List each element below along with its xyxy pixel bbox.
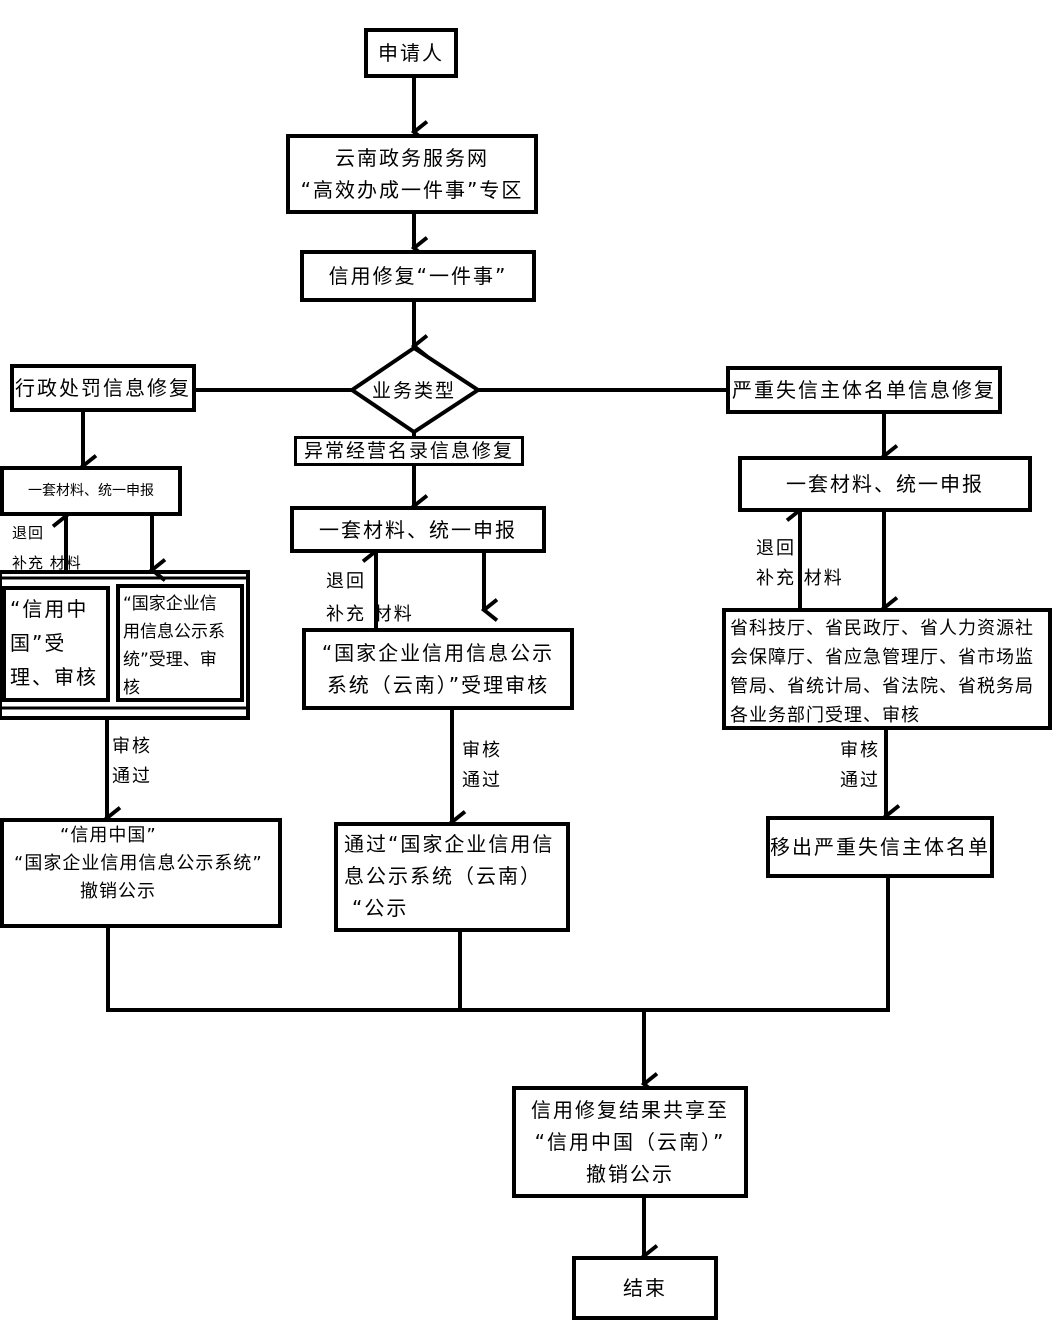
- left-publish-box: “信用中国” “国家企业信用信息公示系统” 撤销公示: [0, 818, 282, 928]
- left-review-a-line3: 理、审核: [10, 665, 98, 689]
- serious-dishonesty-box: 严重失信主体名单信息修复: [726, 366, 1002, 414]
- credit-repair-box: 信用修复“一件事”: [300, 250, 536, 302]
- submit-right-box: 一套材料、统一申报: [738, 456, 1032, 512]
- return-left-line2: 补充 材料: [12, 554, 82, 572]
- pass-middle-line2: 通过: [462, 770, 502, 791]
- end-box: 结束: [572, 1256, 718, 1320]
- share-line2: “信用中国（云南）”: [534, 1130, 726, 1154]
- left-publish-line2: “国家企业信用信息公示系统”: [14, 853, 263, 874]
- submit-left-text: 一套材料、统一申报: [28, 483, 154, 499]
- end-text: 结束: [623, 1276, 667, 1300]
- abnormal-operation-box: 异常经营名录信息修复: [294, 436, 524, 466]
- middle-publish-line1: 通过“国家企业信用信: [344, 832, 555, 856]
- right-review-line3: 管局、省统计局、省法院、省税务局: [730, 676, 1034, 697]
- pass-left-label: 审核 通过: [112, 732, 152, 792]
- pass-middle-label: 审核 通过: [462, 736, 502, 796]
- submit-middle-box: 一套材料、统一申报: [290, 506, 546, 553]
- share-line3: 撤销公示: [586, 1162, 674, 1186]
- right-review-line1: 省科技厅、省民政厅、省人力资源社: [730, 618, 1034, 639]
- share-line1: 信用修复结果共享至: [531, 1098, 729, 1122]
- submit-middle-text: 一套材料、统一申报: [319, 517, 517, 542]
- admin-penalty-box: 行政处罚信息修复: [10, 364, 196, 412]
- left-publish-line1: “信用中国”: [60, 825, 157, 846]
- middle-review-line1: “国家企业信用信息公示: [321, 641, 555, 665]
- pass-left-line2: 通过: [112, 766, 152, 787]
- merge-lines: [106, 878, 890, 1012]
- submit-left-box: 一套材料、统一申报: [0, 466, 182, 516]
- left-review-a-line2: 国”受: [10, 631, 67, 655]
- return-right-line1: 退回: [756, 538, 796, 559]
- return-right-line2: 补充 材料: [756, 568, 844, 589]
- portal-subtitle: “高效办成一件事”专区: [300, 178, 524, 202]
- share-box: 信用修复结果共享至 “信用中国（云南）” 撤销公示: [512, 1086, 748, 1198]
- applicant-box: 申请人: [364, 28, 458, 78]
- pass-right-line2: 通过: [840, 770, 880, 791]
- business-type-text: 业务类型: [372, 380, 457, 402]
- left-review-outer-frame: [0, 570, 250, 720]
- abnormal-operation-text: 异常经营名录信息修复: [303, 440, 514, 462]
- return-left-line1: 退回: [12, 524, 45, 542]
- pass-right-label: 审核 通过: [840, 736, 880, 796]
- right-publish-box: 移出严重失信主体名单: [766, 816, 994, 878]
- right-review-line2: 会保障厅、省应急管理厅、省市场监: [730, 647, 1034, 668]
- pass-right-line1: 审核: [840, 740, 880, 761]
- admin-penalty-text: 行政处罚信息修复: [15, 376, 191, 400]
- right-publish-text: 移出严重失信主体名单: [770, 835, 990, 859]
- decision-diamond: [348, 345, 482, 435]
- left-review-b-line3: 统”受理、审: [123, 650, 217, 670]
- left-review-b-line2: 用信息公示系: [123, 622, 225, 642]
- portal-box: 云南政务服务网 “高效办成一件事”专区: [286, 134, 538, 214]
- middle-publish-line2: 息公示系统（云南）: [344, 864, 542, 888]
- applicant-text: 申请人: [378, 41, 444, 65]
- credit-repair-text: 信用修复“一件事”: [328, 264, 508, 288]
- middle-publish-box: 通过“国家企业信用信 息公示系统（云南） “公示: [334, 822, 570, 932]
- return-middle-label: 退回 补充 材料: [326, 565, 414, 631]
- business-type-label: 业务类型: [372, 376, 456, 406]
- left-publish-line3: 撤销公示: [80, 881, 156, 902]
- left-review-b-line1: “国家企业信: [123, 594, 217, 614]
- left-review-a-line1: “信用中: [10, 597, 89, 621]
- left-review-b-line4: 核: [123, 678, 140, 698]
- return-middle-line2: 补充 材料: [326, 604, 414, 625]
- pass-middle-line1: 审核: [462, 740, 502, 761]
- middle-publish-line3: “公示: [352, 896, 409, 920]
- right-review-line4: 各业务部门受理、审核: [730, 705, 920, 726]
- portal-title: 云南政务服务网: [335, 146, 489, 170]
- middle-review-line2: 系统（云南）”受理审核: [326, 673, 550, 697]
- return-right-label: 退回 补充 材料: [756, 534, 844, 594]
- left-review-a-box: “信用中 国”受 理、审核: [2, 586, 110, 702]
- middle-review-box: “国家企业信用信息公示 系统（云南）”受理审核: [302, 628, 574, 710]
- return-left-label: 退回 补充 材料: [12, 518, 82, 578]
- return-middle-line1: 退回: [326, 571, 366, 592]
- serious-dishonesty-text: 严重失信主体名单信息修复: [732, 378, 996, 402]
- submit-right-text: 一套材料、统一申报: [786, 472, 984, 496]
- pass-left-line1: 审核: [112, 736, 152, 757]
- left-review-b-box: “国家企业信 用信息公示系 统”受理、审 核: [116, 584, 244, 702]
- right-review-box: 省科技厅、省民政厅、省人力资源社 会保障厅、省应急管理厅、省市场监 管局、省统计…: [722, 608, 1052, 730]
